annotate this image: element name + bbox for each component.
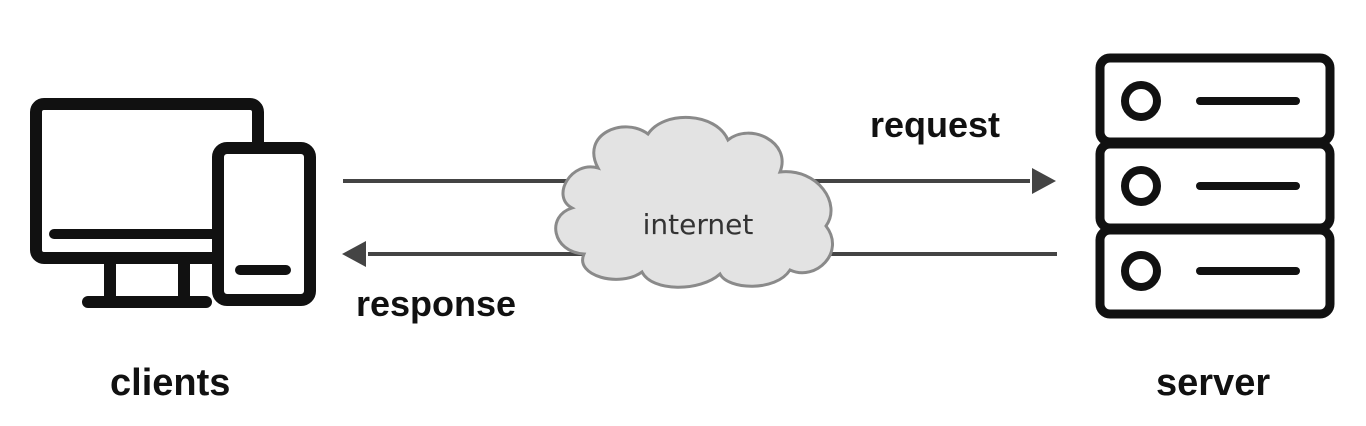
request-label: request — [870, 104, 1000, 145]
server-rack-icon — [1095, 53, 1335, 319]
cloud-icon: internet — [554, 115, 834, 289]
server-unit — [1095, 139, 1335, 233]
response-label: response — [356, 283, 516, 324]
response-arrow — [342, 241, 1057, 267]
phone-icon — [212, 142, 316, 306]
request-arrow — [343, 168, 1056, 194]
desktop-and-phone-icon — [30, 98, 316, 308]
internet-label: internet — [643, 208, 754, 241]
server-unit — [1095, 53, 1335, 147]
clients-label: clients — [110, 362, 230, 404]
server-unit — [1095, 225, 1335, 319]
server-label: server — [1156, 362, 1270, 404]
